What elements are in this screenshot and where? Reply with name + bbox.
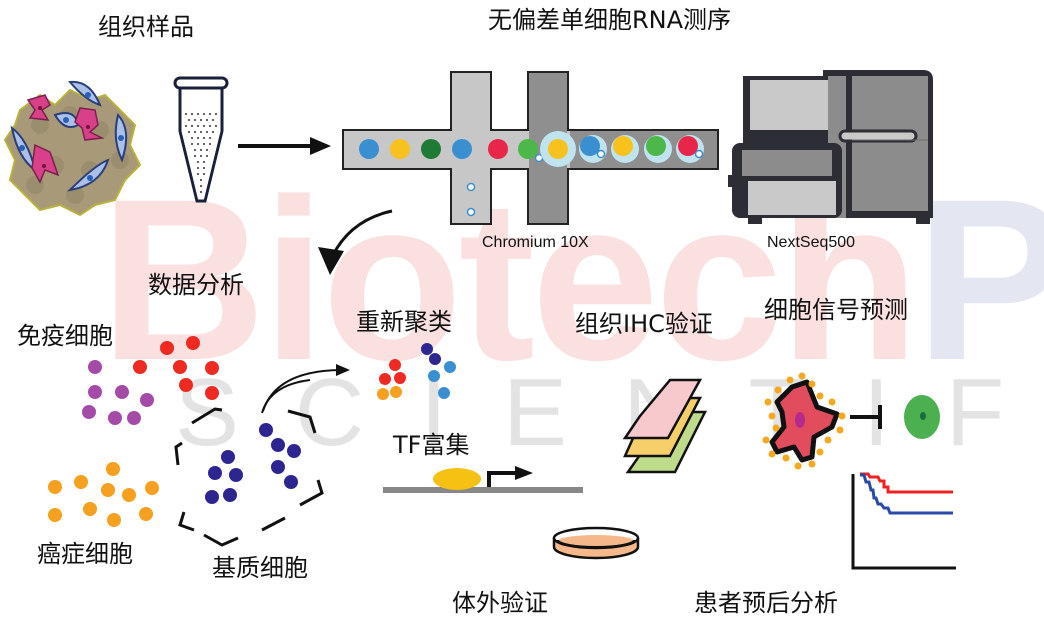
watermark-pack-text: Pack: [915, 151, 1044, 408]
nextseq500-label: NextSeq500: [767, 234, 856, 251]
tissue-sample-label: 组织样品: [98, 13, 194, 41]
watermark-scientific: SCIENTIFIC: [175, 359, 1044, 466]
microfluidic-chip-icon: [342, 71, 719, 225]
data-analysis-label: 数据分析: [148, 271, 244, 299]
prognosis-analysis-label: 患者预后分析: [694, 589, 838, 617]
reclustered-cells: [377, 343, 456, 400]
arrow-to-reclustering-icon: [262, 364, 350, 412]
sample-tube-icon: [173, 76, 229, 203]
ihc-validation-label: 组织IHC验证: [575, 310, 713, 338]
nextseq-sequencer-icon: [728, 70, 933, 224]
tf-binding-icon: [383, 466, 583, 493]
tissue-slides-icon: [622, 378, 708, 474]
immune-cells-label: 免疫细胞: [17, 322, 113, 350]
survival-curve-chart: [851, 472, 956, 570]
stromal-cells-label: 基质细胞: [212, 554, 308, 582]
stromal-cell-cluster: [174, 379, 324, 547]
sequencing-label: 无偏差单细胞RNA测序: [488, 6, 732, 34]
km-curve-red: [860, 472, 953, 494]
tissue-cells-icon: [3, 80, 142, 217]
reclustering-label: 重新聚类: [356, 308, 452, 336]
km-curve-blue: [860, 473, 953, 515]
cancer-cells-label: 癌症细胞: [37, 540, 133, 568]
cell-signal-prediction-label: 细胞信号预测: [764, 296, 908, 324]
cancer-cell-cluster: [48, 462, 159, 527]
arrow-right-icon: [238, 137, 331, 155]
petri-dish-icon: [552, 526, 640, 560]
curved-arrow-down-icon: [318, 209, 393, 275]
immune-cell-cluster: [82, 336, 219, 425]
chromium-10x-label: Chromium 10X: [482, 234, 589, 251]
cell-signaling-icon: [762, 372, 940, 470]
tf-enrichment-label: TF富集: [393, 431, 470, 459]
in-vitro-validation-label: 体外验证: [452, 589, 548, 617]
